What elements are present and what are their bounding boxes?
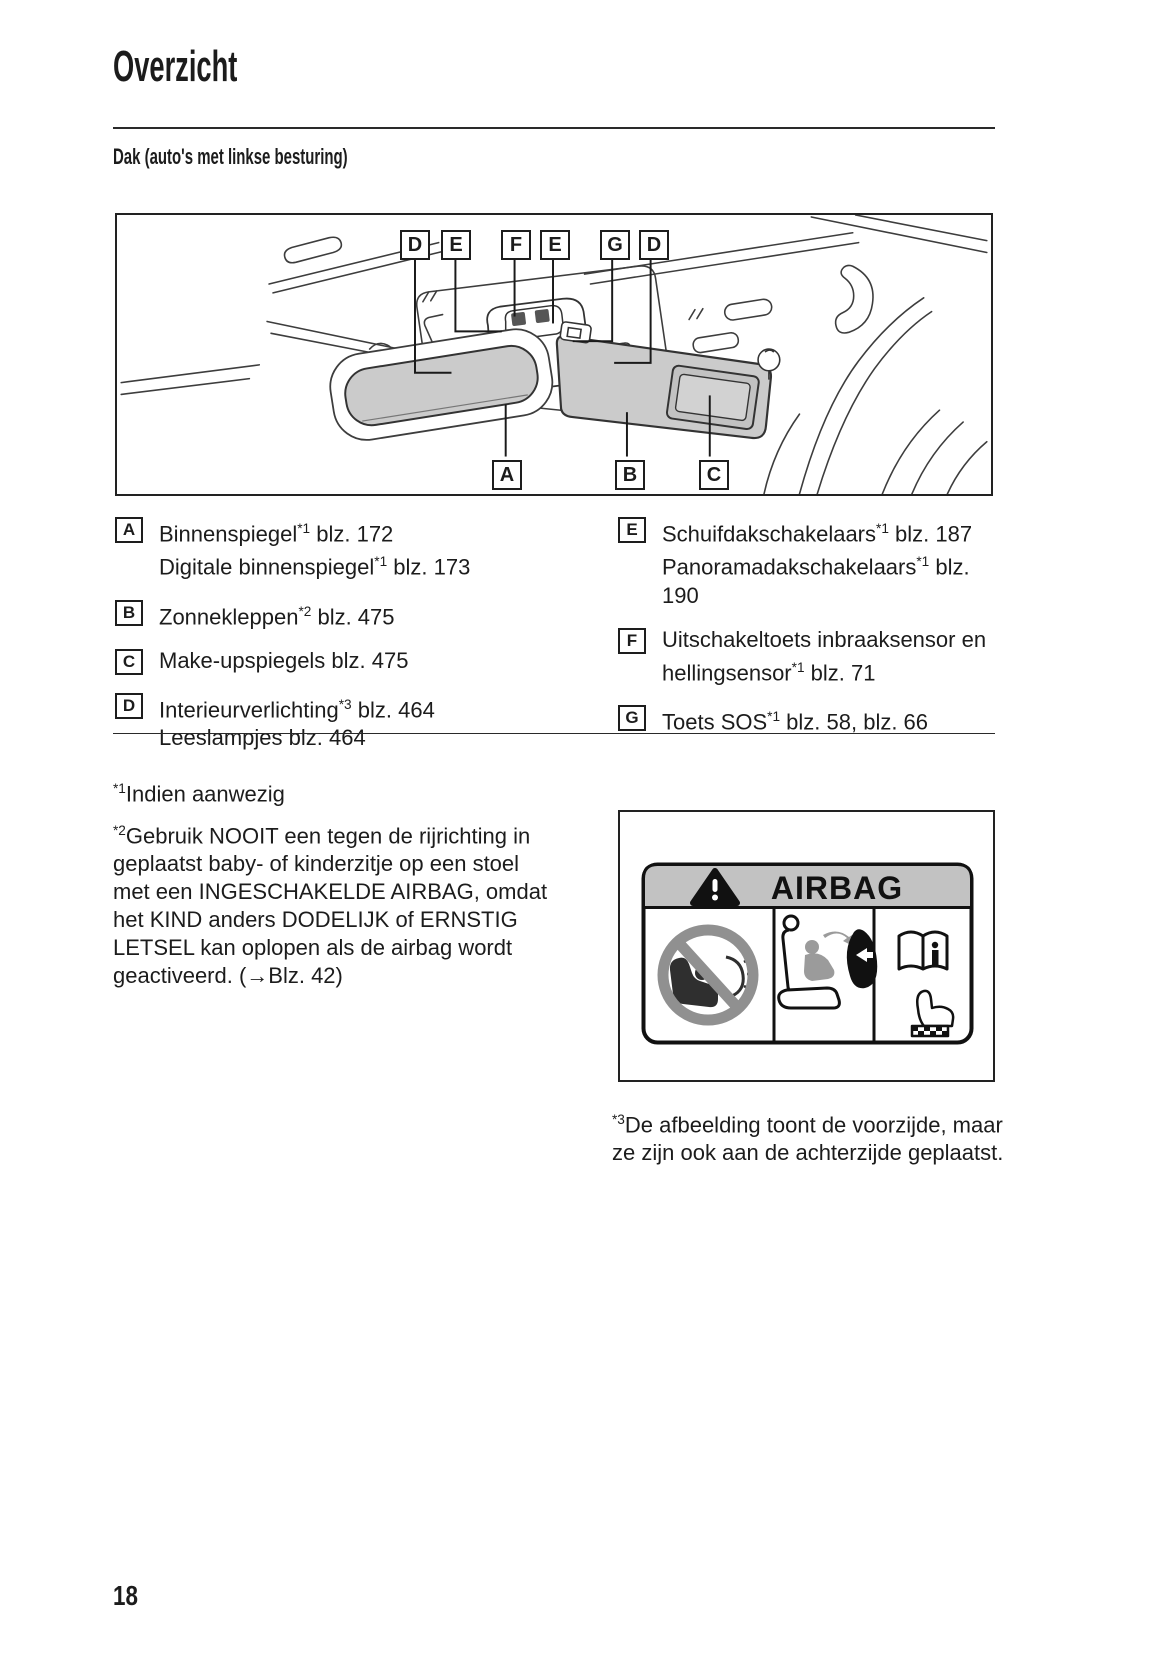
callout-key-box: C	[115, 648, 143, 675]
diagram-callout-top-3: F	[501, 230, 531, 260]
legend-item-C: C Make-upspiegels blz. 475	[115, 647, 580, 675]
sunroof-switch	[534, 309, 550, 324]
legend-text: Zonnekleppen*2 blz. 475	[159, 603, 395, 629]
page-number: 18	[113, 1580, 138, 1611]
warning-triangle-icon	[690, 868, 740, 906]
child-silhouette	[804, 931, 852, 981]
airbag-warning-label: AIRBAG	[641, 862, 974, 1045]
page-title: Overzicht	[113, 42, 238, 91]
airbag-label-title: AIRBAG	[771, 870, 903, 906]
callout-key-box: A	[115, 517, 143, 543]
legend-text: Make-upspiegels blz. 475	[159, 647, 409, 673]
diagram-callout-top-5: G	[600, 230, 630, 260]
read-manual-icon	[897, 930, 955, 1038]
diagram-callout-top-6: D	[639, 230, 669, 260]
diagram-callout-bottom-1: A	[492, 460, 522, 490]
airbag-deployment-seat-icon	[777, 914, 878, 1010]
callout-key-box: G	[618, 704, 646, 731]
title-divider	[113, 127, 995, 129]
diagram-callout-bottom-3: C	[699, 460, 729, 490]
callout-key-box: B	[115, 599, 143, 626]
callout-key-box: D	[115, 692, 143, 719]
legend-divider	[113, 733, 995, 734]
leader-lines	[414, 259, 711, 457]
footnote-2: *2Gebruik NOOIT een tegen de rijrichting…	[113, 823, 548, 989]
sun-visor	[555, 321, 781, 440]
diagram-callout-bottom-2: B	[615, 460, 645, 490]
section-heading: Dak (auto's met linkse besturing)	[113, 144, 348, 169]
legend-item-B: B Zonnekleppen*2 blz. 475	[115, 598, 580, 631]
diagram-callout-top-1: D	[400, 230, 430, 260]
footnote-1: *1Indien aanwezig	[113, 781, 285, 807]
diagram-callout-top-2: E	[441, 230, 471, 260]
no-rear-facing-child-seat-icon	[657, 924, 759, 1026]
diagram-callout-top-4: E	[540, 230, 570, 260]
callout-key-box: E	[618, 517, 646, 543]
vanity-mirror	[665, 364, 760, 431]
legend-text: Toets SOS*1 blz. 58, blz. 66	[662, 708, 929, 735]
footnote-3: *3De afbeelding toont de voorzijde, maar…	[612, 1112, 1004, 1166]
visor-clip	[757, 348, 781, 380]
sunroof-switch	[511, 312, 526, 326]
visor-mount	[559, 321, 592, 344]
roof-diagram: D E F E G D A B C	[115, 213, 993, 496]
roof-line-art	[120, 215, 988, 494]
rearview-mirror	[329, 328, 554, 441]
legend-item-G: G Toets SOS*1 blz. 58, blz. 66	[618, 703, 1003, 736]
airbag-warning-figure: AIRBAG	[618, 810, 995, 1082]
callout-key-box: F	[618, 627, 646, 654]
